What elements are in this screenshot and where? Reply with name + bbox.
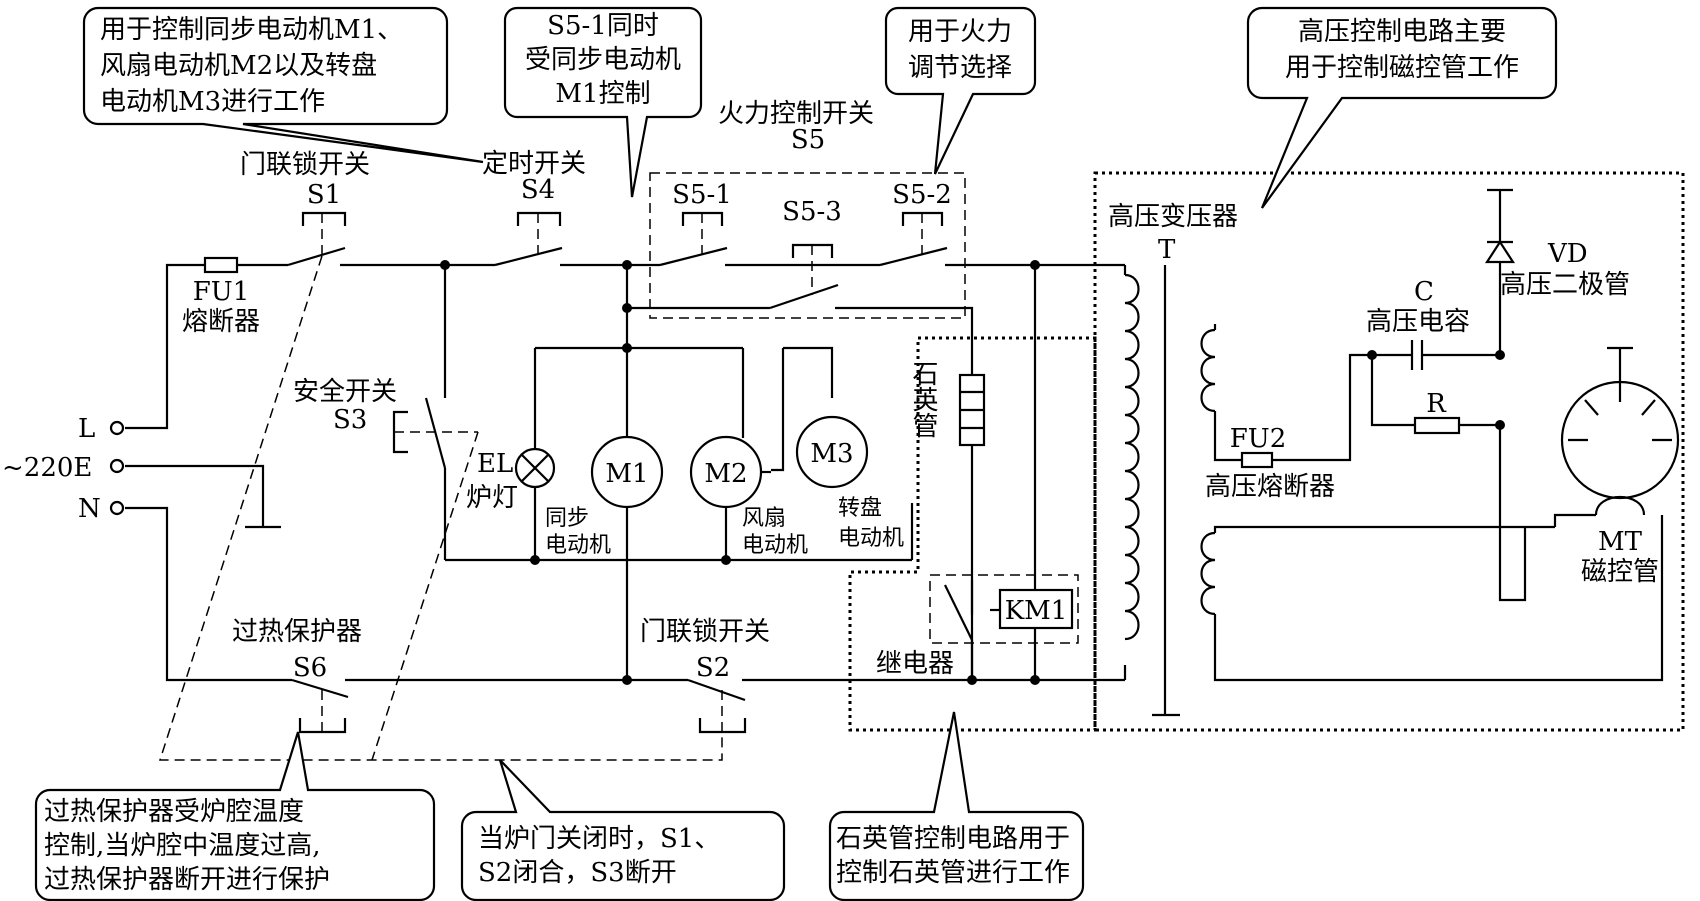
quartz-tube <box>958 355 986 447</box>
s1-name-label: 门联锁开关 <box>240 150 370 180</box>
m2-name-2: 电动机 <box>742 533 808 558</box>
s1-label: S1 <box>307 180 341 210</box>
c-name-label: 高压电容 <box>1366 307 1470 337</box>
fu1-fuse <box>203 256 239 274</box>
svg-text:控制石英管进行工作: 控制石英管进行工作 <box>836 858 1070 888</box>
el-label: EL <box>477 449 513 479</box>
l-label: L <box>78 414 95 444</box>
svg-text:M1控制: M1控制 <box>555 79 650 109</box>
s3-switch <box>392 397 478 469</box>
s5-group-box <box>649 172 966 319</box>
quartz-name-label: 石英管 <box>908 360 938 438</box>
mt-name-label: 磁控管 <box>1581 557 1659 587</box>
terminals <box>109 420 125 516</box>
fu2-fuse <box>1240 451 1274 469</box>
motor-m3 <box>795 415 869 489</box>
transformer-name-label: 高压变压器 <box>1108 202 1238 232</box>
m2-name-1: 风扇 <box>742 506 786 531</box>
vd-name-label: 高压二极管 <box>1500 270 1630 300</box>
capacitor-c <box>1410 340 1500 370</box>
m1-name-1: 同步 <box>545 506 589 531</box>
s2-name-label: 门联锁开关 <box>640 617 770 647</box>
resistor-r <box>1370 355 1500 435</box>
svg-text:S2闭合，S3断开: S2闭合，S3断开 <box>478 858 677 888</box>
e-label: ~220E <box>2 453 92 483</box>
fire-name-label: 火力控制开关 <box>718 99 874 129</box>
transformer-t <box>1124 265 1664 717</box>
vd-label: VD <box>1547 239 1588 269</box>
m1-name-2: 电动机 <box>545 533 611 558</box>
svg-text:过热保护器受炉腔温度: 过热保护器受炉腔温度 <box>44 797 304 827</box>
mt-label: MT <box>1598 527 1643 557</box>
s5-2-switch <box>879 211 948 267</box>
s2-switch <box>687 678 747 734</box>
magnetron-mt <box>1553 346 1680 527</box>
callout-timer-function: 用于控制同步电动机M1、 风扇电动机M2以及转盘 电动机M3进行工作 <box>82 6 484 164</box>
svg-text:高压控制电路主要: 高压控制电路主要 <box>1298 17 1506 47</box>
svg-text:过热保护器断开进行保护: 过热保护器断开进行保护 <box>44 865 330 895</box>
s6-switch <box>291 678 349 734</box>
fu2-name-label: 高压熔断器 <box>1205 472 1335 502</box>
s5-3-label: S5-3 <box>782 197 842 227</box>
callout-hv-circuit: 高压控制电路主要 用于控制磁控管工作 <box>1246 6 1558 209</box>
svg-text:当炉门关闭时，S1、: 当炉门关闭时，S1、 <box>478 824 720 854</box>
s5-1-switch <box>659 211 728 267</box>
m2-label: M2 <box>704 459 747 489</box>
callout-quartz-circuit: 石英管控制电路用于 控制石英管进行工作 <box>828 711 1085 901</box>
el-name-label: 炉灯 <box>466 483 518 513</box>
svg-text:用于控制同步电动机M1、: 用于控制同步电动机M1、 <box>100 15 403 45</box>
s4-label: S4 <box>521 175 555 205</box>
relay-name-label: 继电器 <box>876 649 954 679</box>
fu1-label: FU1 <box>193 277 250 307</box>
svg-text:风扇电动机M2以及转盘: 风扇电动机M2以及转盘 <box>100 51 377 81</box>
svg-text:石英管控制电路用于: 石英管控制电路用于 <box>836 824 1070 854</box>
s1-switch <box>287 211 347 267</box>
lamp-el <box>514 447 556 489</box>
svg-text:用于控制磁控管工作: 用于控制磁控管工作 <box>1285 53 1519 83</box>
relay-km1 <box>929 574 1079 680</box>
junction-dots <box>440 260 1040 685</box>
m3-label: M3 <box>810 439 853 469</box>
svg-text:调节选择: 调节选择 <box>908 53 1012 83</box>
n-label: N <box>78 494 101 524</box>
motor-m1 <box>590 435 664 509</box>
km1-label: KM1 <box>1005 596 1068 626</box>
safety-name-label: 安全开关 <box>293 377 397 407</box>
s3-label: S3 <box>333 405 367 435</box>
s5-1-label: S5-1 <box>672 180 732 210</box>
s4-switch <box>494 211 563 267</box>
s5-label: S5 <box>791 125 825 155</box>
callout-overheat: 过热保护器受炉腔温度 控制,当炉腔中温度过高, 过热保护器断开进行保护 <box>34 731 436 901</box>
m1-label: M1 <box>605 459 648 489</box>
m3-name-2: 电动机 <box>838 526 904 551</box>
r-label: R <box>1426 389 1447 419</box>
svg-text:电动机M3进行工作: 电动机M3进行工作 <box>100 87 325 117</box>
svg-text:S5-1同时: S5-1同时 <box>547 11 659 41</box>
s2-label: S2 <box>696 653 730 683</box>
callout-s5-1: S5-1同时 受同步电动机 M1控制 <box>503 6 703 198</box>
hv-region <box>1093 171 1685 732</box>
s6-name-label: 过热保护器 <box>232 617 362 647</box>
diode-vd <box>1484 188 1516 355</box>
fu1-name-label: 熔断器 <box>182 307 260 337</box>
s5-2-label: S5-2 <box>892 180 952 210</box>
labels: 门联锁开关 S1 定时开关 S4 火力控制开关 S5 S5-1 S5-3 S5-… <box>2 99 1659 683</box>
callout-fire-select: 用于火力 调节选择 <box>884 6 1037 175</box>
wiring <box>125 263 1127 682</box>
svg-text:用于火力: 用于火力 <box>908 17 1012 47</box>
svg-text:控制,当炉腔中温度过高,: 控制,当炉腔中温度过高, <box>44 831 321 861</box>
quartz-region <box>848 336 1097 732</box>
m3-name-1: 转盘 <box>838 496 882 521</box>
interlock-link <box>158 255 723 761</box>
s6-label: S6 <box>293 653 327 683</box>
c-label: C <box>1414 277 1434 307</box>
t-label: T <box>1158 235 1176 265</box>
callout-door-closed: 当炉门关闭时，S1、 S2闭合，S3断开 <box>460 759 786 901</box>
svg-text:受同步电动机: 受同步电动机 <box>525 45 681 75</box>
fu2-label: FU2 <box>1230 424 1287 454</box>
s5-3-switch <box>769 243 839 310</box>
timer-name-label: 定时开关 <box>482 149 586 179</box>
